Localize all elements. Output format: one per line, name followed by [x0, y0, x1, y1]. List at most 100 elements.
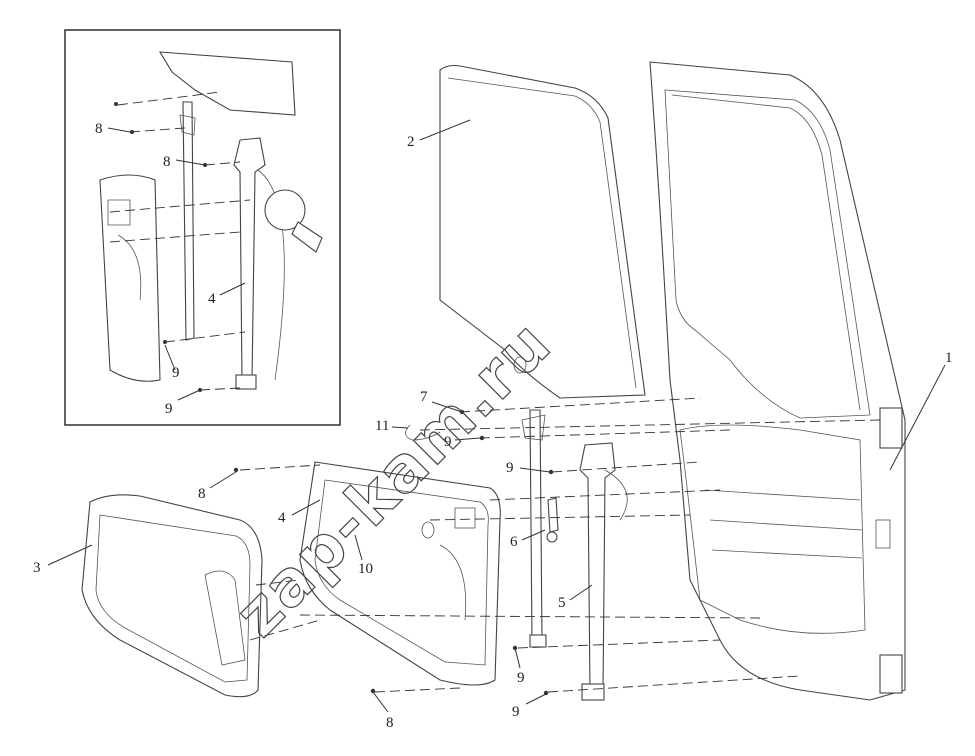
callout-9: 9	[444, 434, 452, 450]
leader-11	[391, 426, 409, 429]
door-handle: 6	[510, 497, 559, 550]
inner-panel-outline	[299, 461, 501, 686]
callout-9: 9	[165, 401, 173, 417]
door-reinforce-3	[711, 549, 863, 559]
leader-6	[521, 529, 546, 541]
window-regulator: 5	[558, 442, 628, 701]
inset-panel-curve	[117, 234, 142, 301]
glass-guide-rail	[521, 409, 547, 648]
leader-9h	[525, 693, 547, 705]
screw-dot	[114, 102, 118, 106]
regulator-rail	[579, 442, 616, 693]
screw-dot	[512, 645, 518, 651]
door-check-slot	[875, 519, 891, 549]
screw-dot	[459, 409, 465, 415]
dash-rail-bottom	[517, 639, 721, 649]
screw-dot	[370, 688, 376, 694]
callout-11: 11	[375, 418, 389, 434]
leader-8a	[209, 471, 237, 489]
dash-trim-1	[255, 579, 301, 586]
regulator-cable	[604, 469, 628, 521]
door-reinforce-2	[709, 519, 863, 531]
inner-panel-curve	[439, 544, 467, 621]
inset-leader-9d	[177, 389, 201, 401]
screw-dot	[233, 467, 239, 473]
door-outer-shell	[649, 61, 906, 701]
inset-panel-handle	[107, 199, 131, 226]
screw-dot	[548, 469, 554, 475]
dash-glass-top	[459, 397, 701, 413]
dash-panel-3	[299, 614, 761, 619]
inset-dash-7	[199, 387, 241, 391]
screw-dot	[543, 690, 549, 696]
leader-9g	[514, 647, 521, 669]
glass-outline	[439, 64, 646, 399]
leader-5	[569, 584, 593, 601]
dash-regulator-top	[551, 461, 701, 473]
inset-leader-9c	[164, 344, 176, 371]
inset-leader-9a	[107, 127, 131, 133]
door-shell: 1	[649, 61, 953, 701]
inset-detail: 8 8 4 9 9	[64, 29, 341, 426]
callout-6: 6	[510, 534, 518, 550]
inset-door-panel	[99, 174, 161, 382]
trim-panel-armrest	[204, 570, 246, 666]
guide-rail-bar	[529, 409, 543, 643]
inner-panel-inner-edge	[314, 479, 489, 666]
callout-9: 8	[163, 154, 171, 170]
glass-inner-edge	[447, 77, 637, 389]
dash-regulator-bottom	[547, 675, 801, 693]
glass-mount-hole	[513, 356, 527, 374]
callout-9: 9	[506, 460, 514, 476]
inset-rail-bracket	[179, 114, 196, 136]
door-lower-hinge	[879, 654, 903, 694]
regulator-base	[581, 683, 605, 701]
inset-leader-9b	[175, 159, 206, 166]
dash-rail-top	[479, 429, 731, 439]
dash-panel-1	[489, 489, 721, 501]
fasteners: 7 11 9 9 8 9 9 8	[114, 102, 554, 731]
screw-dot	[203, 163, 207, 167]
leader-9f	[519, 467, 551, 473]
callout-1: 1	[945, 350, 953, 366]
callout-5: 4	[208, 291, 216, 307]
callout-9: 8	[95, 121, 103, 137]
leader-3	[47, 544, 93, 566]
handle-lever	[547, 497, 559, 533]
inner-panel-handle-hole	[454, 507, 476, 529]
callout-9: 9	[517, 670, 525, 686]
door-trim-panel: 3	[33, 494, 263, 698]
dash-screw-8a	[239, 464, 321, 471]
inset-dash-2	[129, 127, 186, 133]
leader-2	[419, 119, 471, 141]
inset-glass-corner	[158, 51, 296, 116]
dash-trim-2	[249, 619, 321, 641]
inset-regulator-cable	[257, 169, 285, 381]
door-upper-hinge	[879, 407, 903, 449]
inset-dash-6	[164, 331, 246, 343]
leader-10	[354, 534, 363, 561]
guide-rail-foot	[529, 634, 547, 648]
leader-7	[431, 401, 463, 413]
callout-3: 3	[33, 560, 41, 576]
door-glass: 2	[407, 64, 646, 399]
inset-dash-5	[109, 231, 241, 243]
inset-motor-housing	[291, 221, 323, 253]
leader-8b	[372, 691, 389, 713]
callout-5: 5	[558, 595, 566, 611]
callout-2: 2	[407, 134, 415, 150]
part-11-clip	[405, 424, 441, 441]
dash-screw-8b	[374, 687, 461, 693]
inset-leader-5	[219, 282, 246, 296]
inset-dash-1	[117, 91, 221, 106]
callout-8: 8	[386, 715, 394, 731]
screw-dot	[130, 130, 134, 134]
dash-panel-2	[429, 514, 691, 521]
door-inner-panel	[679, 424, 866, 634]
door-reinforce-1	[704, 489, 861, 501]
dash-cable	[419, 419, 881, 431]
callout-10: 10	[358, 561, 373, 577]
callout-8: 8	[198, 486, 206, 502]
inner-door-panel: 4 10	[278, 461, 501, 686]
